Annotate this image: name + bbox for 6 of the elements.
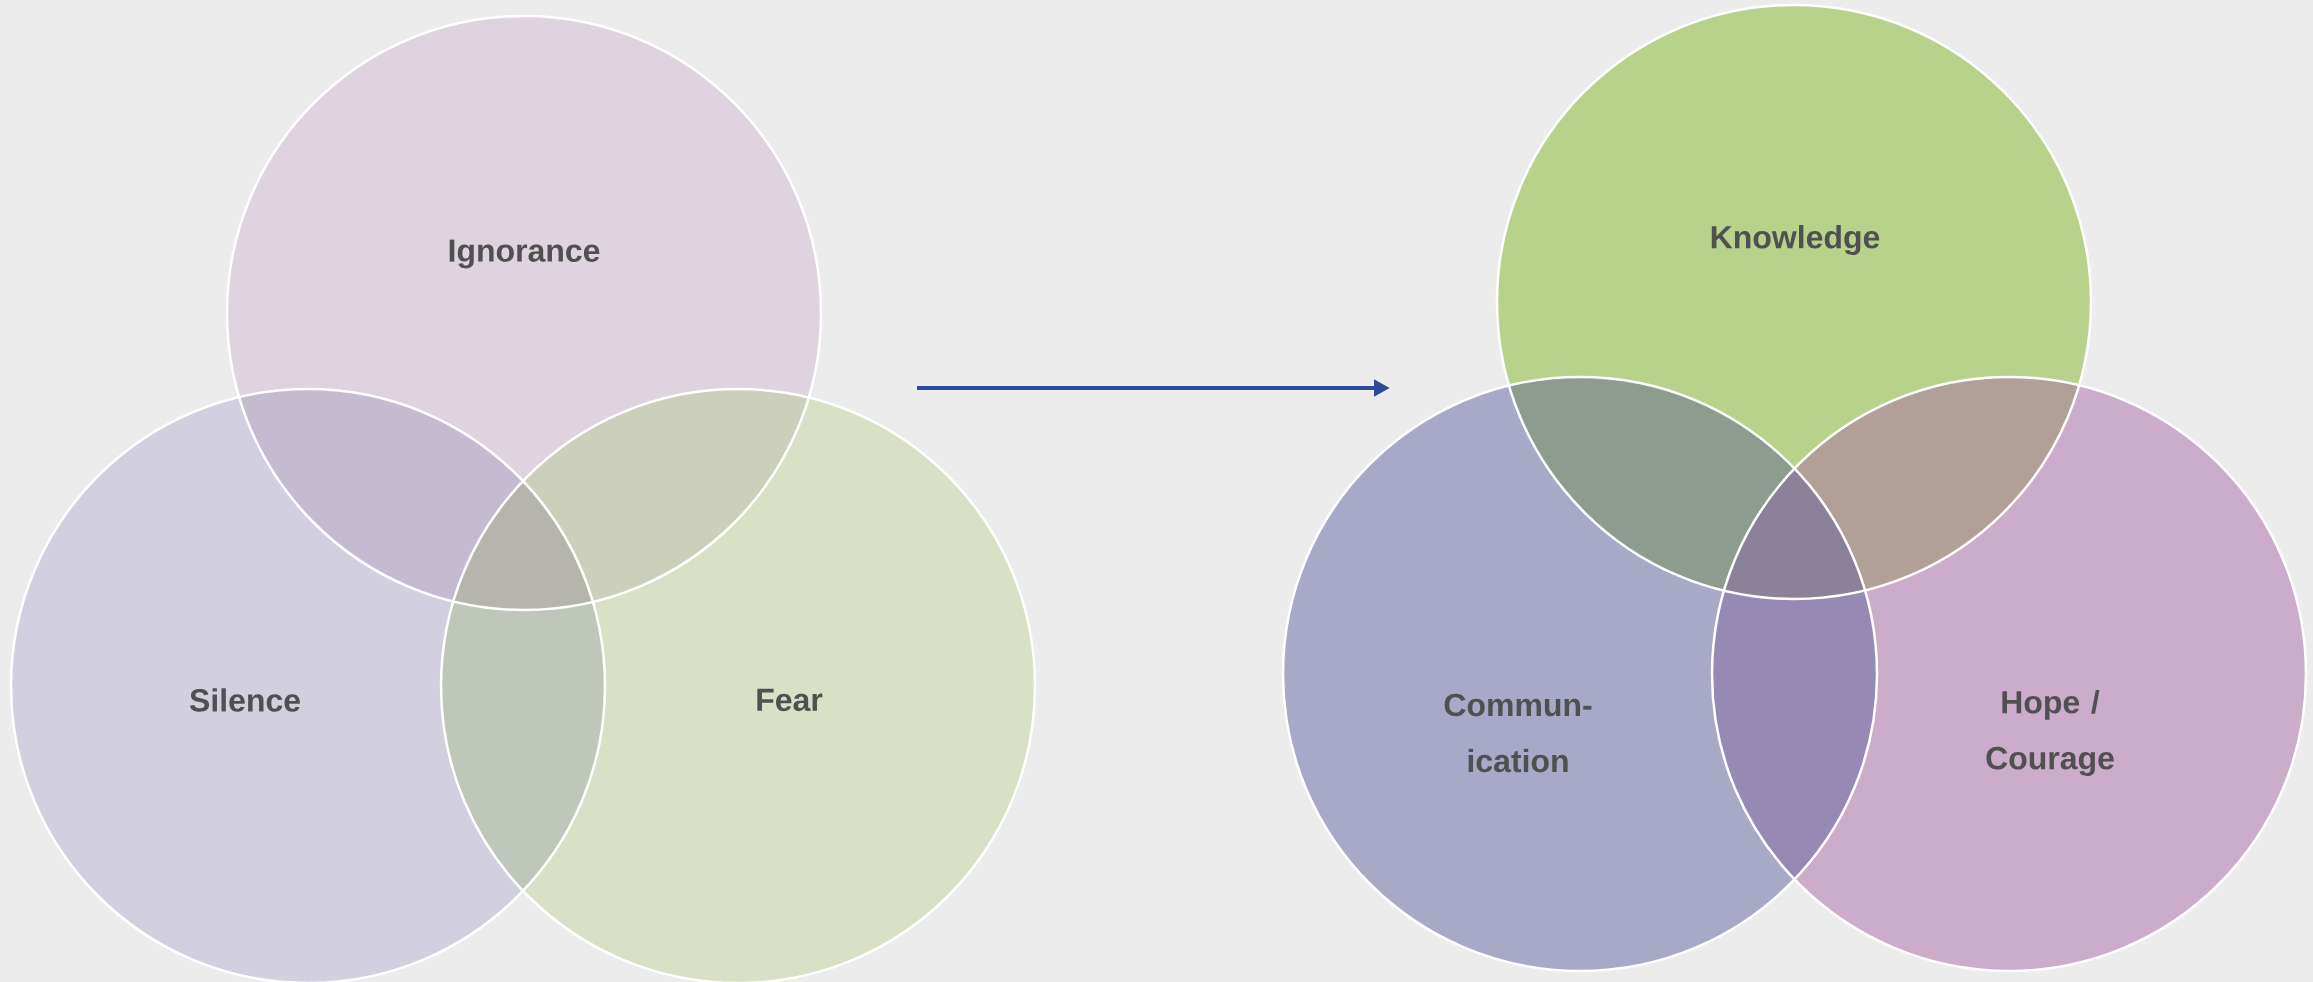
circle-label: Hope / Courage bbox=[1986, 690, 2114, 776]
circle-label: Silence bbox=[189, 688, 300, 712]
circle-label: Ignorance bbox=[449, 239, 600, 269]
circle-label: Knowledge bbox=[1711, 225, 1880, 255]
circle-label: Commun- ication bbox=[1444, 693, 1592, 773]
circle-label: Fear bbox=[757, 688, 823, 712]
